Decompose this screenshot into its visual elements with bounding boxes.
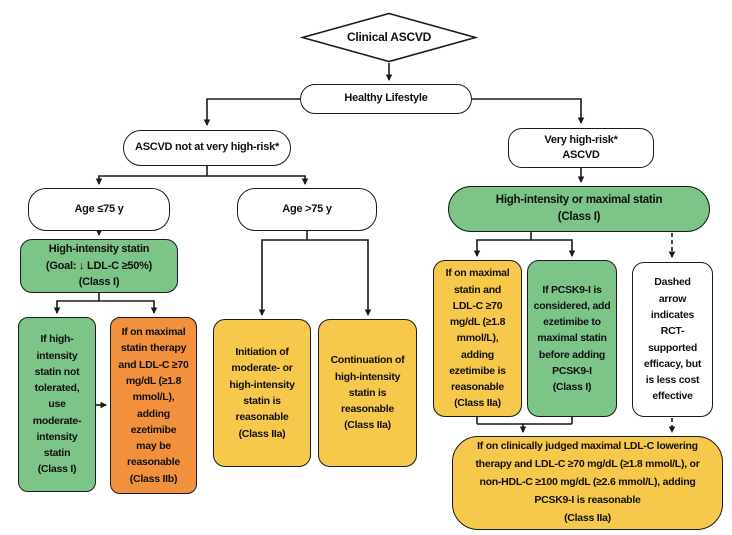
node-ezetimibe-is-reasonable-label: If on maximal statin and LDL-C ≥70 mg/dL… [445,267,510,410]
arrow-to-not-tolerated [53,300,99,314]
arrow-to-ezetimibe-maybe [99,300,158,314]
node-very-high-risk: Very high-risk* ASCVD [508,128,654,168]
arrow-to-ezetimibe-reasonable [473,239,531,257]
node-initiation-reasonable-label: Initiation of moderate- or high-intensit… [229,346,295,440]
node-pcsk9-is-reasonable-label: If on clinically judged maximal LDL-C lo… [475,440,700,524]
node-age-le-75-label: Age ≤75 y [74,202,124,215]
node-age-gt-75-label: Age >75 y [282,202,332,215]
node-ezetimibe-may-be-reasonable: If on maximal statin therapy and LDL-C ≥… [110,317,197,494]
node-not-very-high-risk: ASCVD not at very high-risk* [123,130,291,166]
node-ezetimibe-may-be-reasonable-label: If on maximal statin therapy and LDL-C ≥… [118,326,189,485]
node-clinical-ascvd: Clinical ASCVD [300,12,478,63]
node-high-intensity-or-maximal-statin: High-intensity or maximal statin (Class … [448,186,710,232]
node-high-intensity-statin-label: High-intensity statin (Goal: ↓ LDL-C ≥50… [45,243,153,289]
arrow-to-age-gt-75 [207,175,309,185]
node-pcsk9-considered: If PCSK9-I is considered, add ezetimibe … [527,260,617,417]
node-initiation-reasonable: Initiation of moderate- or high-intensit… [213,319,311,467]
node-statin-not-tolerated: If high- intensity statin not tolerated,… [18,317,96,492]
node-healthy-lifestyle: Healthy Lifestyle [300,84,472,114]
node-pcsk9-considered-label: If PCSK9-I is considered, add ezetimibe … [533,283,611,394]
node-age-le-75: Age ≤75 y [28,188,170,231]
node-pcsk9-is-reasonable: If on clinically judged maximal LDL-C lo… [452,436,723,530]
node-not-very-high-risk-label: ASCVD not at very high-risk* [135,141,279,154]
node-statin-not-tolerated-label: If high- intensity statin not tolerated,… [32,333,82,476]
node-ezetimibe-is-reasonable: If on maximal statin and LDL-C ≥70 mg/dL… [433,260,522,417]
arrow-healthy-lifestyle-to-not-very-high-risk [203,98,300,126]
arrow-healthy-lifestyle-to-very-high-risk [472,98,585,124]
node-high-intensity-statin: High-intensity statin (Goal: ↓ LDL-C ≥50… [20,239,178,293]
node-dashed-arrow-note: Dashed arrow indicates RCT- supported ef… [632,262,713,417]
arrow-to-continuation [307,239,372,316]
node-continuation-reasonable: Continuation of high-intensity statin is… [318,319,417,467]
node-high-intensity-or-maximal-statin-label: High-intensity or maximal statin (Class … [495,194,663,223]
node-age-gt-75: Age >75 y [237,188,377,231]
diamond-shape [300,12,478,63]
node-very-high-risk-label: Very high-risk* ASCVD [544,133,618,161]
node-clinical-ascvd-label: Clinical ASCVD [346,30,432,45]
node-continuation-reasonable-label: Continuation of high-intensity statin is… [330,354,405,432]
arrow-to-initiation [258,239,307,316]
arrow-to-age-le-75 [95,175,207,185]
arrow-to-pcsk9-considered [531,239,576,257]
node-dashed-arrow-note-label: Dashed arrow indicates RCT- supported ef… [643,276,702,403]
node-healthy-lifestyle-label: Healthy Lifestyle [344,92,428,105]
